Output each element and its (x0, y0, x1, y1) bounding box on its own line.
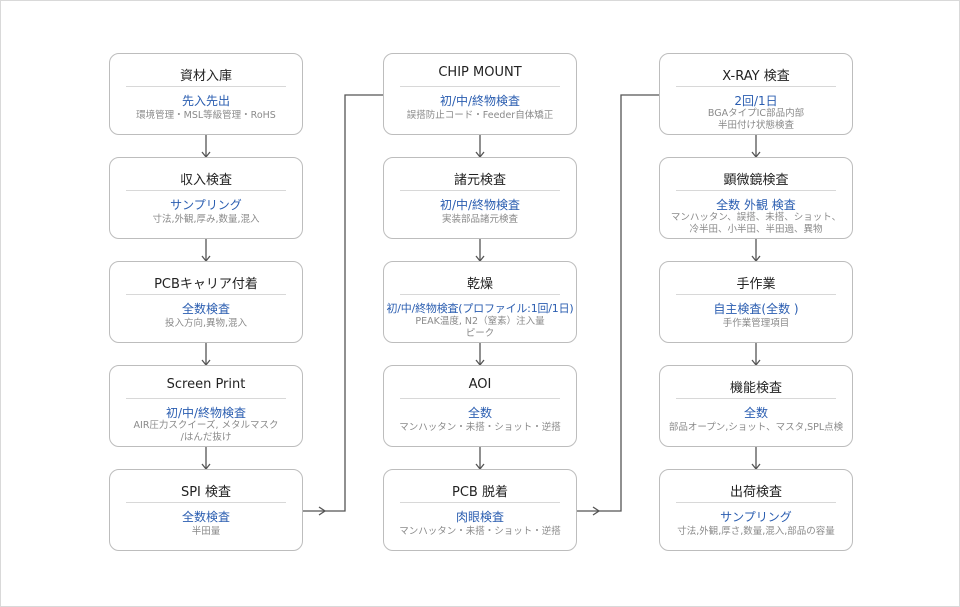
node-title: CHIP MOUNT (438, 65, 522, 80)
node-divider (400, 502, 560, 503)
node-detail: BGAタイプIC部品内部半田付け状態検査 (664, 108, 848, 132)
process-node: 資材入庫先入先出環境管理・MSL等級管理・RoHS (109, 53, 303, 135)
node-detail-line: 環境管理・MSL等級管理・RoHS (136, 110, 276, 121)
column-connector (303, 94, 383, 512)
node-inspection: 全数検査 (181, 302, 230, 316)
node-divider (126, 398, 286, 399)
node-inspection: 全数 外観 検査 (716, 198, 796, 212)
node-detail-line: 投入方向,異物,混入 (164, 318, 248, 329)
node-inspection: サンプリング (170, 198, 242, 212)
node-title: 収入検査 (179, 173, 232, 188)
node-detail: マンハッタン・未搭・ショット・逆搭 (388, 422, 572, 434)
node-divider (676, 502, 836, 503)
process-node: PCB 脱着肉眼検査マンハッタン・未搭・ショット・逆搭 (383, 469, 577, 551)
node-inspection: 全数検査 (181, 510, 230, 524)
node-title: 諸元検査 (453, 173, 506, 188)
node-title: X-RAY 検査 (722, 69, 790, 84)
node-inspection: 肉眼検査 (455, 510, 504, 524)
node-divider (126, 86, 286, 87)
node-title: SPI 検査 (180, 485, 232, 500)
node-detail-line: 寸法,外観,厚さ,数量,混入,部品の容量 (677, 526, 835, 537)
node-inspection: 先入先出 (181, 94, 230, 108)
node-detail: AIR圧力スクイーズ, メタルマスク/はんだ抜け (114, 420, 298, 444)
node-detail: 投入方向,異物,混入 (114, 318, 298, 330)
node-inspection: 初/中/終物検査 (439, 94, 521, 108)
process-node: 諸元検査初/中/終物検査実装部品諸元検査 (383, 157, 577, 239)
process-node: 顕微鏡検査全数 外観 検査マンハッタン、誤搭、未搭、ショット、冷半田、小半田、半… (659, 157, 853, 239)
node-detail-line: PEAK温度, N2（窒素）注入量 (415, 316, 545, 327)
node-title: Screen Print (166, 377, 246, 392)
process-node: 乾燥初/中/終物検査(プロファイル:1回/1日)PEAK温度, N2（窒素）注入… (383, 261, 577, 343)
column-connector-arrowhead (592, 506, 601, 516)
process-node: 出荷検査サンプリング寸法,外観,厚さ,数量,混入,部品の容量 (659, 469, 853, 551)
node-divider (126, 294, 286, 295)
node-inspection: サンプリング (720, 510, 792, 524)
node-inspection: 自主検査(全数 ) (713, 302, 799, 316)
node-detail: PEAK温度, N2（窒素）注入量ピーク (388, 316, 572, 340)
node-inspection: 初/中/終物検査 (439, 198, 521, 212)
node-inspection: 初/中/終物検査(プロファイル:1回/1日) (386, 302, 574, 315)
node-title: 出荷検査 (729, 485, 782, 500)
process-node: 機能検査全数部品オープン,ショット、マスタ,SPL点検 (659, 365, 853, 447)
node-detail-line: AIR圧力スクイーズ, メタルマスク (133, 420, 279, 431)
node-detail-line: マンハッタン・未搭・ショット・逆搭 (399, 422, 561, 433)
node-detail-line: 半田付け状態検査 (717, 120, 794, 131)
node-inspection: 初/中/終物検査 (165, 406, 247, 420)
node-title: AOI (468, 377, 492, 392)
node-detail-line: 実装部品諸元検査 (441, 214, 518, 225)
node-title: PCB 脱着 (452, 485, 508, 500)
node-divider (676, 294, 836, 295)
node-divider (676, 190, 836, 191)
node-detail-line: 誤搭防止コード・Feeder自体矯正 (406, 110, 554, 121)
node-title: 機能検査 (729, 381, 782, 396)
node-detail: 部品オープン,ショット、マスタ,SPL点検 (664, 422, 848, 434)
process-node: AOI 全数マンハッタン・未搭・ショット・逆搭 (383, 365, 577, 447)
node-title: PCBキャリア付着 (154, 277, 258, 292)
node-detail-line: マンハッタン・未搭・ショット・逆搭 (399, 526, 561, 537)
node-detail-line: /はんだ抜け (180, 432, 232, 443)
node-title: 顕微鏡検査 (723, 173, 789, 188)
node-detail: マンハッタン、誤搭、未搭、ショット、冷半田、小半田、半田過、異物 (664, 212, 848, 236)
node-title: 資材入庫 (179, 69, 232, 84)
process-node: PCBキャリア付着全数検査投入方向,異物,混入 (109, 261, 303, 343)
process-node: CHIP MOUNT 初/中/終物検査誤搭防止コード・Feeder自体矯正 (383, 53, 577, 135)
node-title: 乾燥 (466, 277, 493, 292)
node-detail: 寸法,外観,厚み,数量,混入 (114, 214, 298, 226)
process-node: 手作業自主検査(全数 ) 手作業管理項目 (659, 261, 853, 343)
node-inspection: 全数 (743, 406, 768, 420)
node-divider (400, 190, 560, 191)
node-detail: 半田量 (114, 526, 298, 538)
column-connector-arrowhead (318, 506, 327, 516)
process-node: SPI 検査全数検査半田量 (109, 469, 303, 551)
node-detail-line: 冷半田、小半田、半田過、異物 (689, 224, 823, 235)
node-divider (400, 398, 560, 399)
column-connector (577, 94, 659, 512)
node-detail: 誤搭防止コード・Feeder自体矯正 (388, 110, 572, 122)
node-divider (676, 86, 836, 87)
node-detail: 手作業管理項目 (664, 318, 848, 330)
node-detail-line: BGAタイプIC部品内部 (707, 108, 805, 119)
node-detail-line: 部品オープン,ショット、マスタ,SPL点検 (668, 422, 844, 433)
node-detail-line: ピーク (465, 328, 495, 339)
node-detail: マンハッタン・未搭・ショット・逆搭 (388, 526, 572, 538)
node-detail-line: 半田量 (191, 526, 221, 537)
node-inspection: 2回/1日 (734, 94, 778, 108)
process-node: 収入検査サンプリング寸法,外観,厚み,数量,混入 (109, 157, 303, 239)
node-detail: 寸法,外観,厚さ,数量,混入,部品の容量 (664, 526, 848, 538)
node-title: 手作業 (736, 277, 776, 292)
node-divider (126, 502, 286, 503)
node-detail-line: 手作業管理項目 (722, 318, 790, 329)
node-detail: 環境管理・MSL等級管理・RoHS (114, 110, 298, 122)
node-detail-line: マンハッタン、誤搭、未搭、ショット、 (670, 212, 842, 223)
node-divider (126, 190, 286, 191)
node-divider (400, 86, 560, 87)
node-divider (400, 294, 560, 295)
node-detail: 実装部品諸元検査 (388, 214, 572, 226)
node-divider (676, 398, 836, 399)
node-inspection: 全数 (467, 406, 492, 420)
node-detail-line: 寸法,外観,厚み,数量,混入 (152, 214, 260, 225)
